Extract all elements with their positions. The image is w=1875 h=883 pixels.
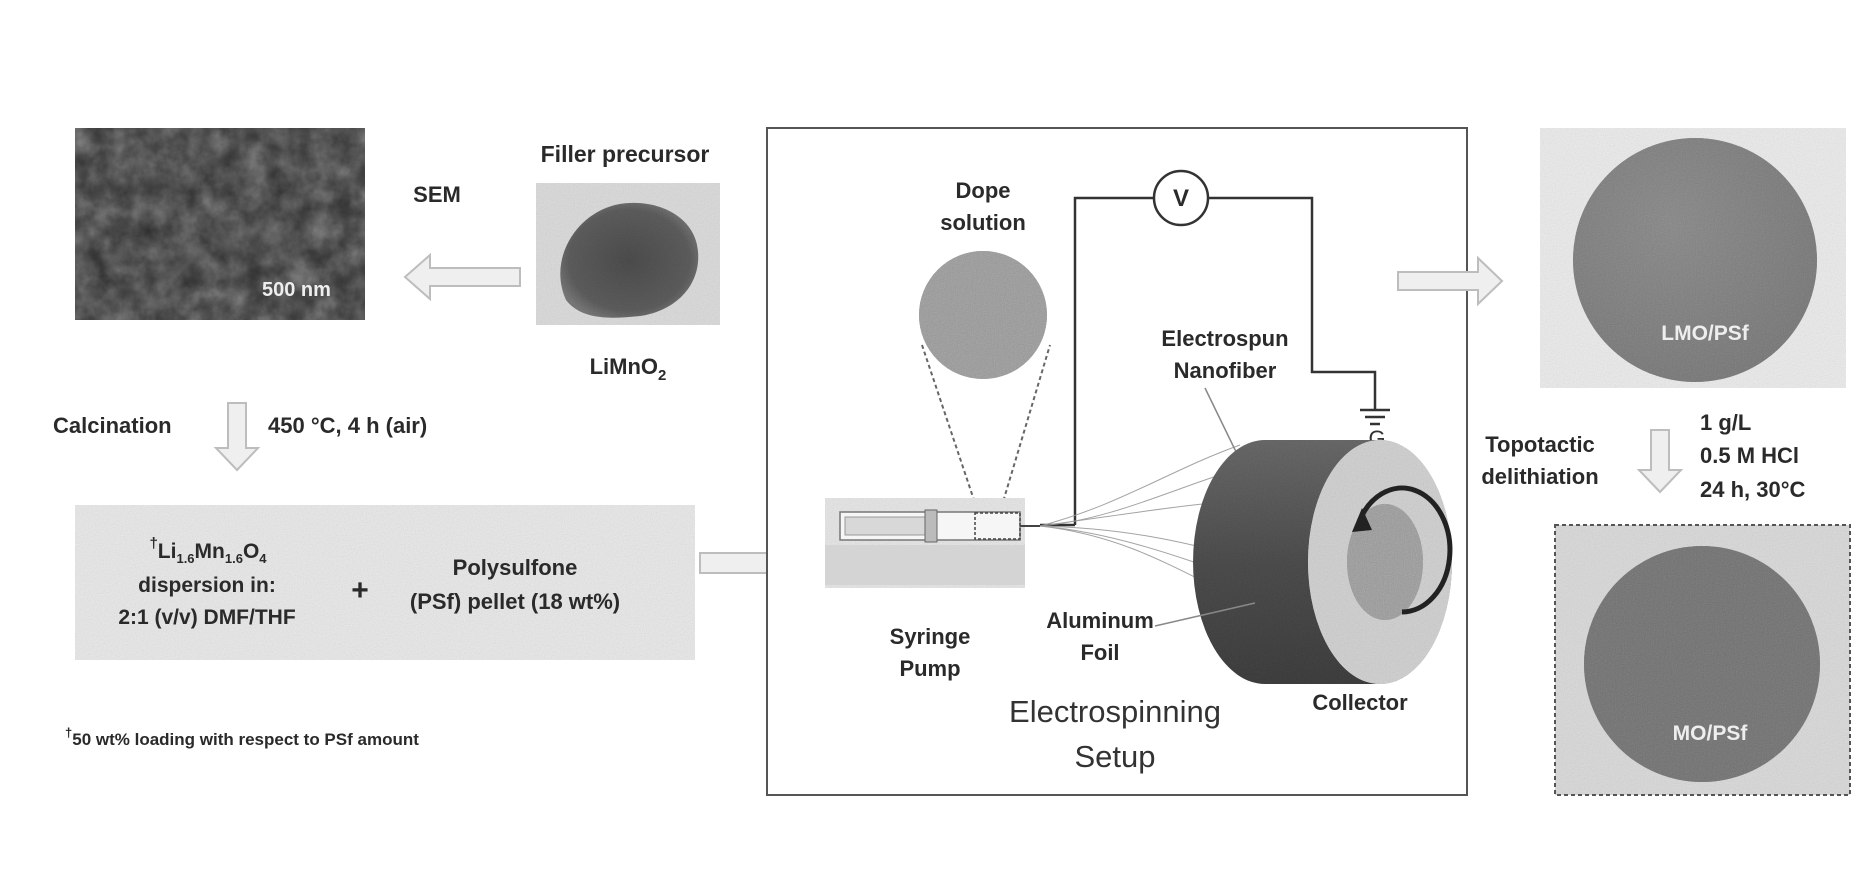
calcination-label: Calcination bbox=[53, 413, 172, 438]
dispersion-line3: 2:1 (v/v) DMF/THF bbox=[118, 606, 296, 629]
precursor-powder-image bbox=[536, 183, 720, 325]
dope-line1: Dope bbox=[956, 178, 1011, 203]
dispersion-formula: †Li1.6Mn1.6O4 bbox=[149, 535, 267, 566]
delith-arrow bbox=[1639, 430, 1681, 492]
sem-arrow bbox=[405, 255, 520, 299]
precursor-formula: LiMnO2 bbox=[590, 354, 667, 384]
footnote: †50 wt% loading with respect to PSf amou… bbox=[65, 725, 419, 749]
collector-label: Collector bbox=[1312, 690, 1408, 715]
precursor-title: Filler precursor bbox=[541, 141, 710, 167]
cond-line3: 24 h, 30°C bbox=[1700, 477, 1806, 502]
foil-line2: Foil bbox=[1080, 640, 1119, 665]
voltmeter-label: V bbox=[1173, 185, 1189, 212]
polysulfone-line2: (PSf) pellet (18 wt%) bbox=[410, 589, 620, 614]
dispersion-line2: dispersion in: bbox=[138, 574, 276, 597]
lmo-membrane: LMO/PSf bbox=[1540, 128, 1846, 388]
sem-label: SEM bbox=[413, 182, 461, 207]
polysulfone-line1: Polysulfone bbox=[453, 555, 578, 580]
delith-line1: Topotactic bbox=[1485, 432, 1595, 457]
setup-title-line1: Electrospinning bbox=[1009, 694, 1221, 729]
plus-sign: + bbox=[351, 574, 369, 607]
delith-line2: delithiation bbox=[1481, 464, 1598, 489]
lmo-label: LMO/PSf bbox=[1661, 322, 1750, 345]
calcination-conditions: 450 °C, 4 h (air) bbox=[268, 413, 427, 438]
syringe-pump bbox=[825, 498, 1040, 588]
sem-scale-bar: 500 nm bbox=[262, 279, 331, 301]
foil-line1: Aluminum bbox=[1046, 608, 1154, 633]
pump-line1: Syringe bbox=[890, 624, 971, 649]
voltmeter: V bbox=[1154, 171, 1208, 225]
mo-label: MO/PSf bbox=[1673, 722, 1749, 745]
nanofiber-line1: Electrospun bbox=[1161, 326, 1288, 351]
dope-line2: solution bbox=[940, 210, 1026, 235]
sem-image: 500 nm bbox=[75, 128, 365, 320]
calcination-arrow bbox=[216, 403, 258, 470]
mo-membrane: MO/PSf bbox=[1555, 525, 1850, 795]
pump-line2: Pump bbox=[899, 656, 960, 681]
cond-line2: 0.5 M HCl bbox=[1700, 443, 1799, 468]
collector-drum bbox=[1193, 440, 1452, 684]
cond-line1: 1 g/L bbox=[1700, 410, 1751, 435]
setup-title-line2: Setup bbox=[1074, 739, 1155, 774]
dispersion-panel: †Li1.6Mn1.6O4 dispersion in: 2:1 (v/v) D… bbox=[75, 505, 695, 660]
nanofiber-line2: Nanofiber bbox=[1174, 358, 1277, 383]
